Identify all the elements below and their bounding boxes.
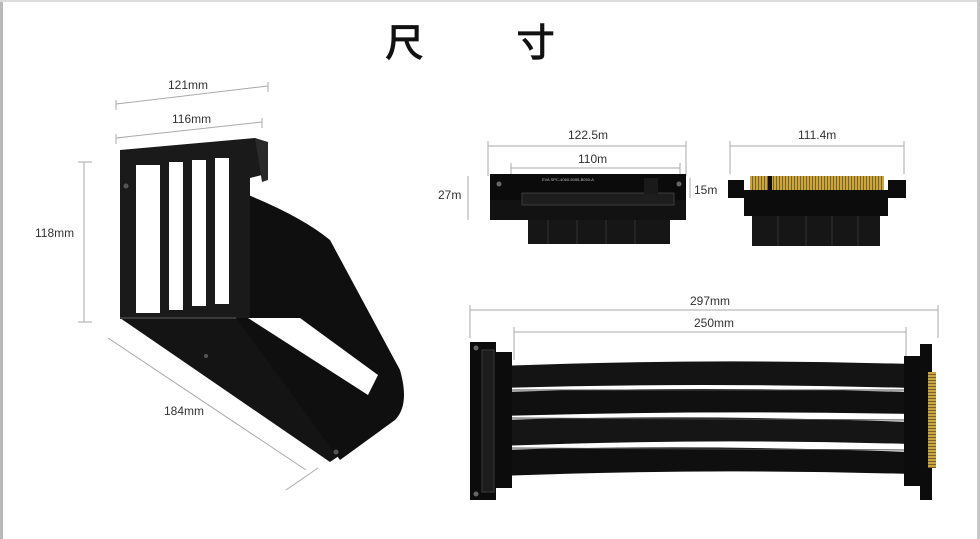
cable-length-inner-label: 250mm	[694, 316, 735, 330]
cable-female-end	[470, 342, 512, 500]
bracket-height-label: 118mm	[35, 226, 75, 240]
bracket-width-inner-label: 116mm	[172, 112, 212, 126]
riser-male-length-label: 111.4m	[798, 128, 837, 142]
cable-dimension-lines	[469, 305, 939, 360]
riser-front-length-outer-label: 122.5m	[568, 128, 609, 142]
riser-male-connector	[728, 176, 906, 246]
bracket-width-outer-label: 121mm	[168, 78, 209, 92]
bracket-depth-label: 184mm	[164, 404, 205, 418]
riser-front-length-inner-label: 110m	[578, 152, 608, 166]
riser-front-board	[490, 174, 686, 244]
riser-male-dimension-lines	[729, 141, 905, 174]
bracket-body	[120, 138, 404, 462]
right-frame-border	[977, 0, 980, 539]
top-frame-border	[0, 0, 980, 2]
riser-front-height-label: 27m	[438, 188, 462, 202]
page-title: 尺 寸	[385, 21, 595, 65]
cable-ribbons	[499, 361, 911, 476]
riser-front-dimension-lines	[467, 141, 691, 220]
bracket-dimension-lines	[78, 82, 319, 491]
riser-front-pcb-text: EVA SPC-4060-5055-B050-A	[542, 177, 594, 182]
cable-length-outer-label: 297mm	[690, 294, 731, 308]
cable-male-end	[904, 344, 936, 500]
left-frame-border	[0, 0, 3, 539]
riser-front-thickness-label: 15m	[694, 183, 718, 197]
